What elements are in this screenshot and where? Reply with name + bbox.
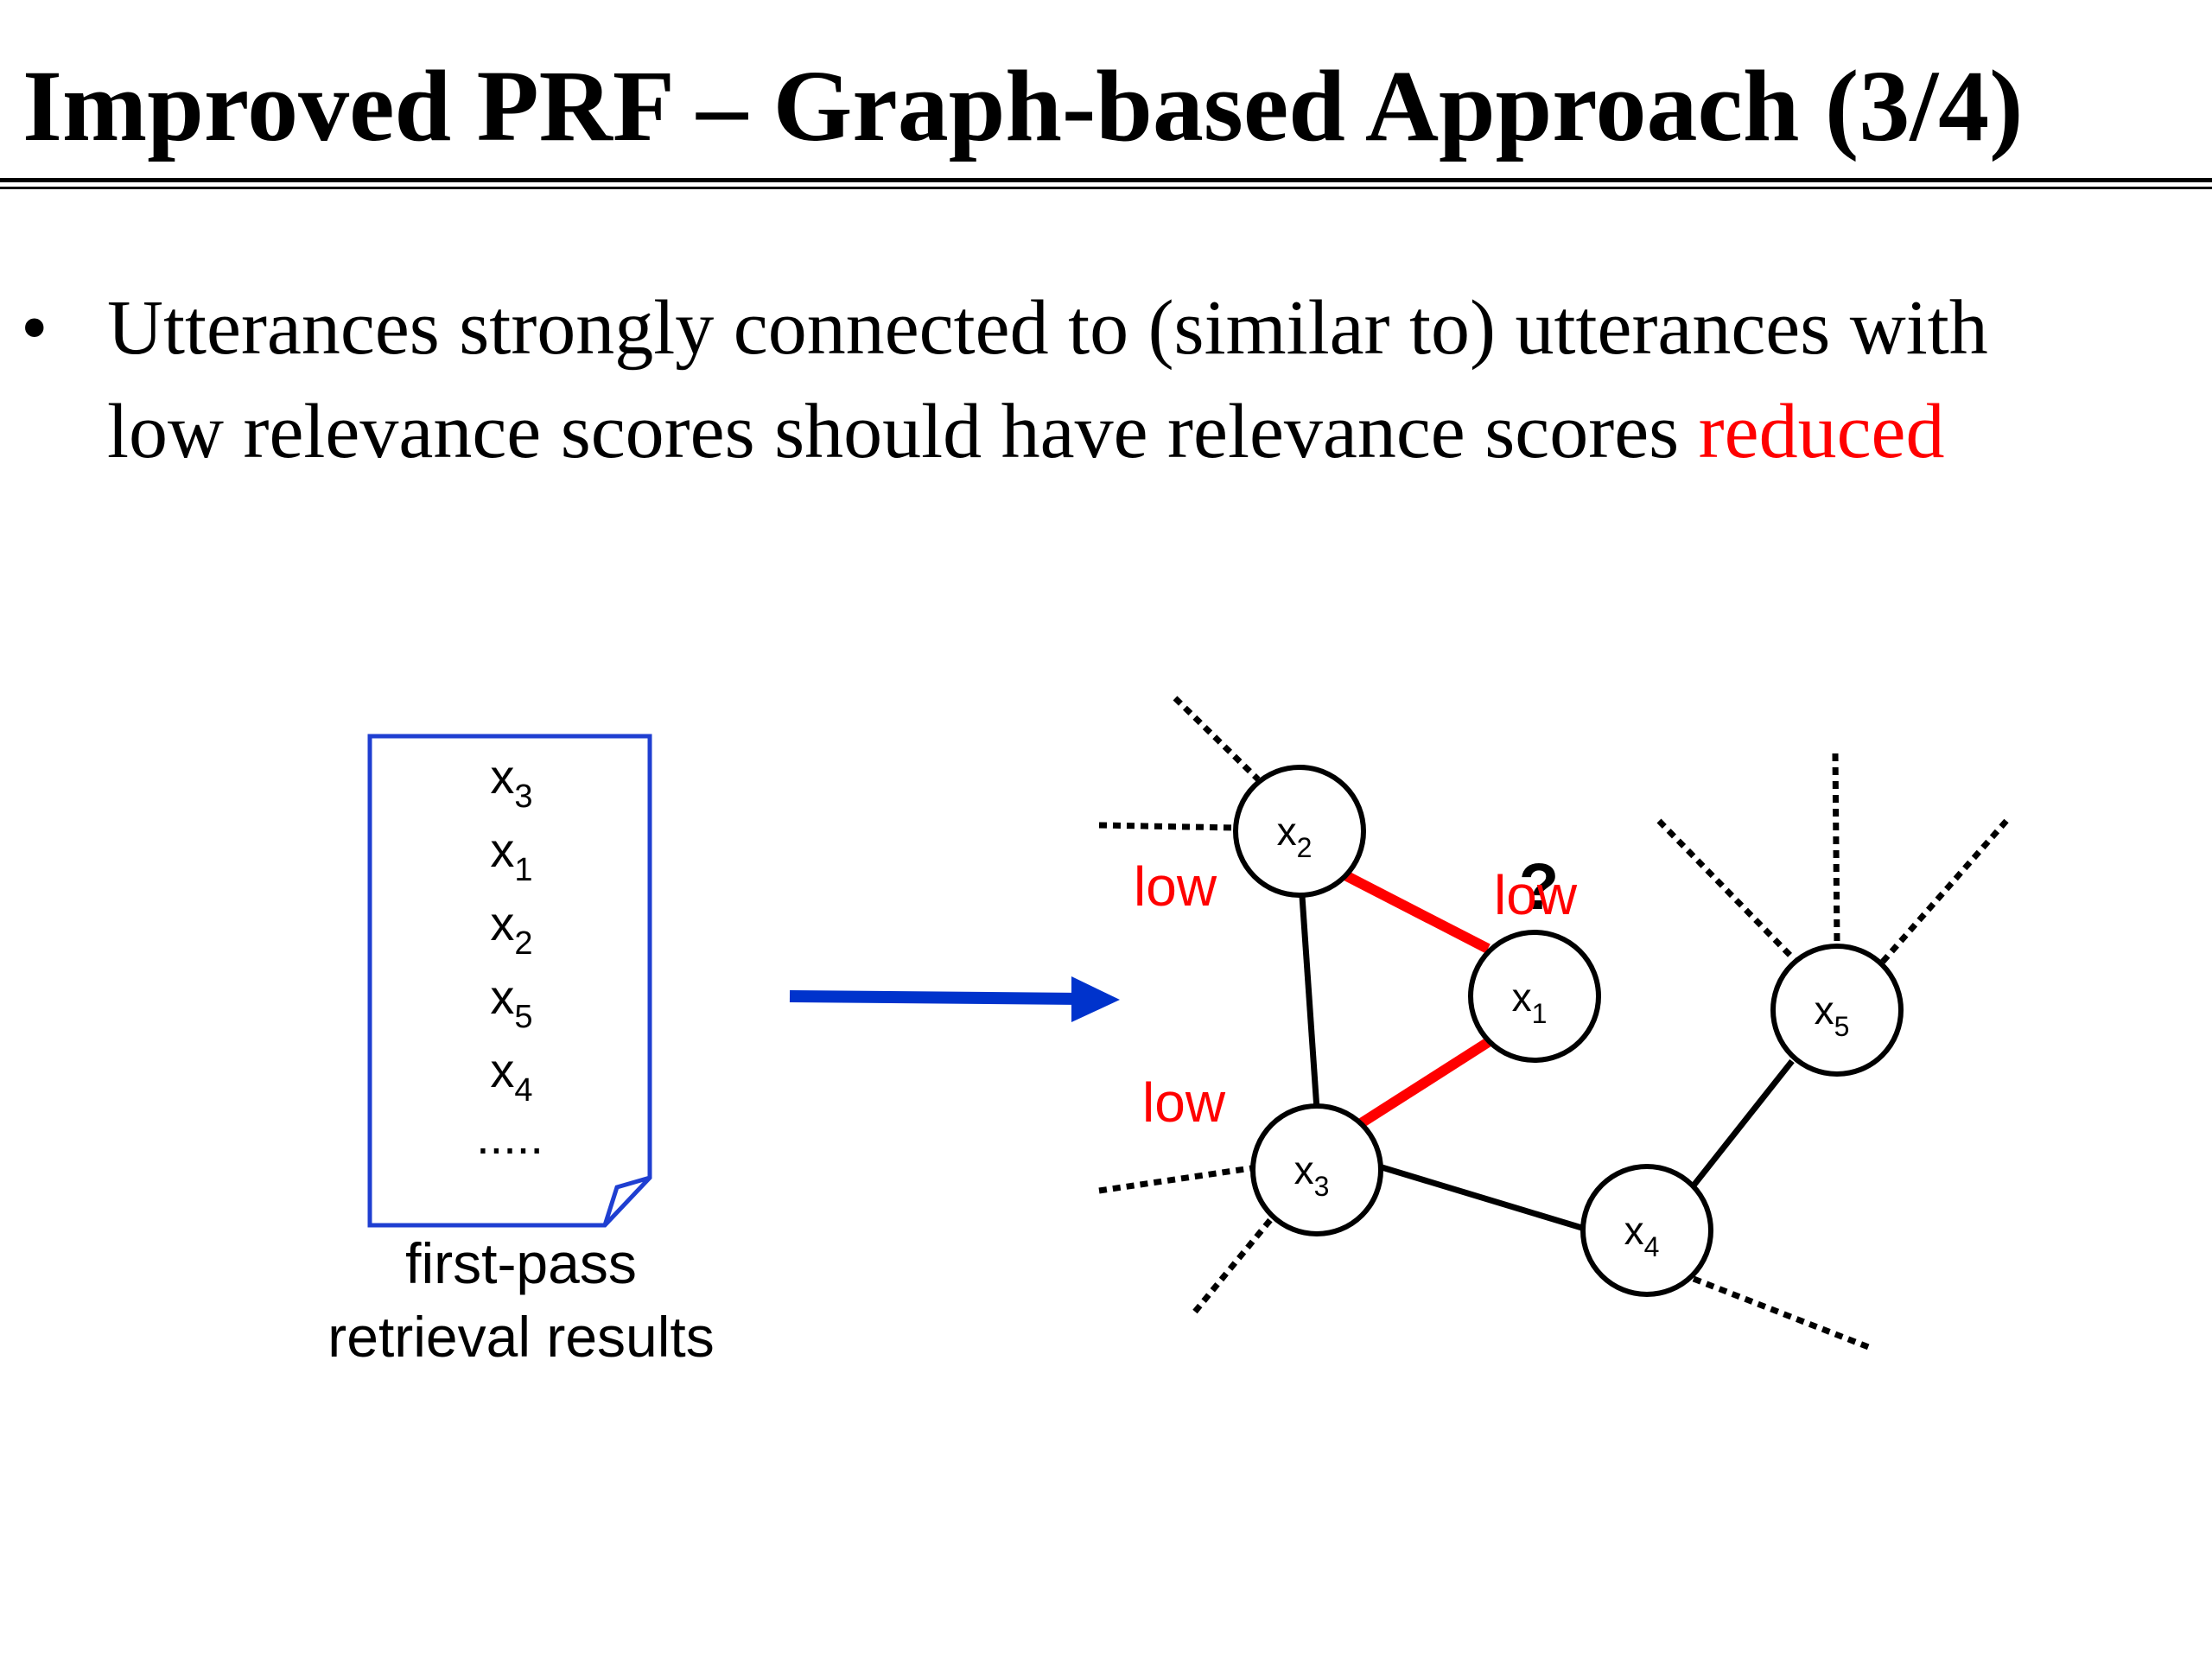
document-folded-corner — [602, 1175, 651, 1226]
label-low-x1: low — [1494, 864, 1578, 926]
graph-node-x5: x5 — [1770, 944, 1904, 1077]
svg-text:x5: x5 — [1815, 988, 1850, 1042]
document-outline — [367, 734, 652, 1228]
title-divider-bottom — [0, 187, 2212, 189]
svg-text:x2: x2 — [1277, 809, 1313, 863]
document-caption-line-2: retrieval results — [327, 1305, 714, 1369]
svg-text:x3: x3 — [1294, 1147, 1330, 1202]
document-item: x2 — [490, 896, 532, 962]
document-item: x5 — [490, 969, 532, 1035]
document-item: x1 — [490, 823, 532, 888]
bullet-line-1: Utterances strongly connected to (simila… — [107, 285, 1988, 371]
label-query-mark: ? — [1519, 850, 1559, 924]
document-ellipsis: ..... — [476, 1109, 543, 1164]
bullet-marker: • — [21, 285, 48, 371]
document-item: x3 — [490, 749, 532, 815]
label-low-x3: low — [1142, 1071, 1226, 1134]
bullet-line-2-text: low relevance scores should have relevan… — [107, 389, 1699, 474]
dotted-edges — [1098, 696, 2009, 1351]
solid-edges — [1297, 870, 1795, 1232]
graph-node-x1: x1 — [1468, 930, 1601, 1063]
highlight-reduced: reduced — [1698, 389, 1945, 474]
document-item: x4 — [490, 1043, 532, 1109]
title-divider-top — [0, 178, 2212, 182]
arrow-to-graph — [789, 976, 1120, 1022]
document-caption-line-1: first-pass — [405, 1231, 637, 1295]
bullet-text: Utterances strongly connected to (simila… — [107, 276, 2207, 484]
label-low-x2: low — [1134, 855, 1217, 918]
graph-node-x4: x4 — [1580, 1164, 1713, 1297]
svg-text:x1: x1 — [1512, 975, 1548, 1029]
svg-text:x4: x4 — [1624, 1208, 1660, 1262]
bullet-line-2: low relevance scores should have relevan… — [107, 380, 2207, 484]
retrieval-results-document: x3 x1 x2 x5 x4 ..... first-pass retrieva… — [327, 734, 715, 1369]
graph-node-x2: x2 — [1233, 765, 1366, 898]
slide-title: Improved PRF – Graph-based Approach (3/4… — [22, 49, 2024, 162]
red-edges — [1341, 869, 1493, 1130]
graph-node-x3: x3 — [1250, 1103, 1383, 1236]
